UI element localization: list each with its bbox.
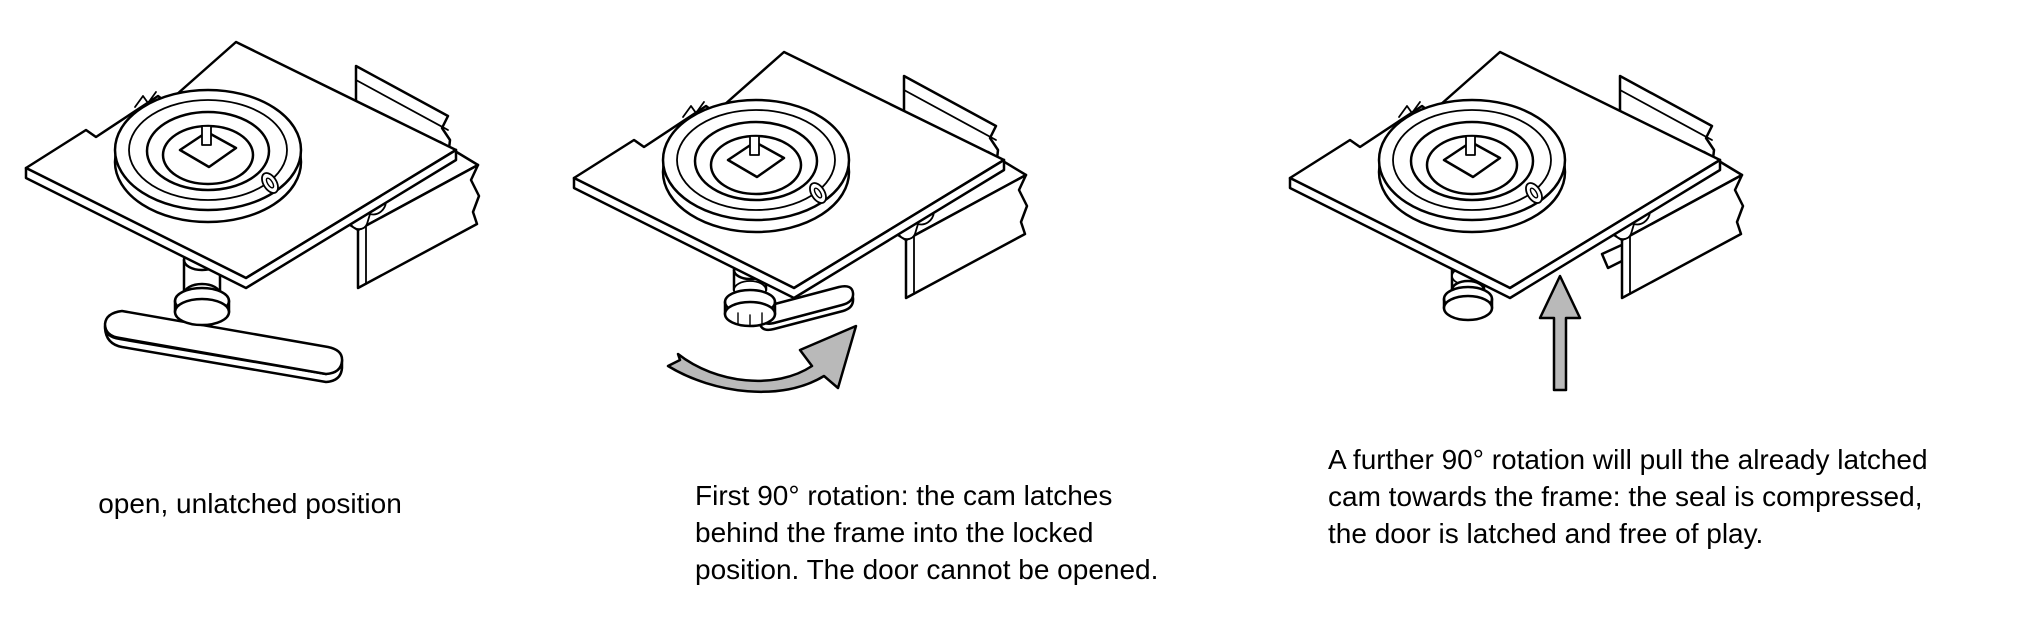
cam-lever-open: [103, 248, 344, 384]
latch-illustration-first-rotation: [572, 50, 1029, 394]
actuator-knob: [113, 88, 303, 224]
rotation-arrow-icon: [666, 324, 858, 394]
actuator-knob: [661, 98, 851, 234]
latch-illustration-second-rotation: [1288, 50, 1745, 392]
caption-second-rotation: A further 90° rotation will pull the alr…: [1328, 444, 1928, 549]
caption-open: open, unlatched position: [98, 488, 402, 519]
caption-first-rotation: First 90° rotation: the cam latches behi…: [695, 480, 1159, 585]
up-arrow-icon: [1538, 274, 1582, 392]
latch-illustration-open: [24, 40, 481, 384]
actuator-knob: [1377, 98, 1567, 234]
